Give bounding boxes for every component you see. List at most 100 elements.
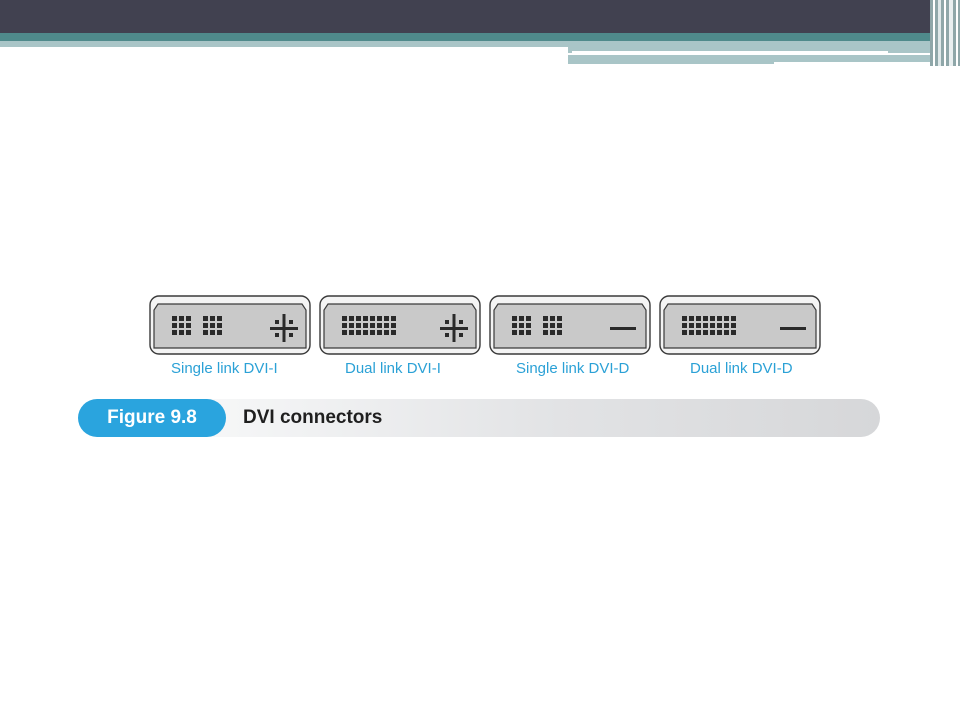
pin bbox=[186, 330, 191, 335]
pin bbox=[356, 316, 361, 321]
pin bbox=[519, 316, 524, 321]
pin bbox=[731, 330, 736, 335]
pin bbox=[210, 330, 215, 335]
pin bbox=[724, 323, 729, 328]
analog-pin bbox=[289, 320, 293, 324]
blade-pin bbox=[780, 327, 806, 330]
connector-label-single-link-dvi-i: Single link DVI-I bbox=[171, 360, 278, 377]
pin bbox=[363, 330, 368, 335]
header-band-lower-left bbox=[568, 55, 774, 64]
pin bbox=[696, 323, 701, 328]
pin bbox=[356, 323, 361, 328]
pin bbox=[689, 323, 694, 328]
pin bbox=[731, 316, 736, 321]
pin bbox=[526, 323, 531, 328]
dvi-connectors-illustration bbox=[149, 295, 821, 355]
pin bbox=[512, 316, 517, 321]
pin bbox=[370, 330, 375, 335]
pin bbox=[550, 323, 555, 328]
pin bbox=[696, 316, 701, 321]
pin bbox=[172, 323, 177, 328]
pin bbox=[349, 316, 354, 321]
pin bbox=[172, 316, 177, 321]
blade-pin bbox=[610, 327, 636, 330]
connector-label-dual-link-dvi-d: Dual link DVI-D bbox=[690, 360, 793, 377]
pin bbox=[550, 330, 555, 335]
figure-number-badge: Figure 9.8 bbox=[78, 399, 226, 437]
pin bbox=[512, 330, 517, 335]
pin bbox=[217, 323, 222, 328]
connector-face bbox=[493, 303, 647, 349]
pin bbox=[717, 316, 722, 321]
pin bbox=[370, 316, 375, 321]
pin bbox=[217, 316, 222, 321]
pin bbox=[682, 316, 687, 321]
analog-pin bbox=[289, 333, 293, 337]
pin bbox=[717, 323, 722, 328]
pin bbox=[512, 323, 517, 328]
pin bbox=[557, 323, 562, 328]
pin bbox=[391, 330, 396, 335]
pin bbox=[703, 323, 708, 328]
figure: Single link DVI-I Dual link DVI-I Single… bbox=[78, 290, 880, 440]
connector-label-dual-link-dvi-i: Dual link DVI-I bbox=[345, 360, 441, 377]
header-band-lower-right bbox=[774, 55, 960, 62]
header-decorative-bars bbox=[930, 0, 960, 66]
pin bbox=[526, 330, 531, 335]
pin bbox=[557, 330, 562, 335]
pin bbox=[210, 316, 215, 321]
pin bbox=[203, 330, 208, 335]
pin bbox=[710, 316, 715, 321]
header-light-stripe bbox=[0, 41, 568, 47]
pin bbox=[363, 316, 368, 321]
analog-pin bbox=[445, 333, 449, 337]
pin bbox=[689, 330, 694, 335]
connector-4 bbox=[659, 295, 821, 355]
pin bbox=[179, 323, 184, 328]
pin bbox=[682, 330, 687, 335]
connector-2 bbox=[319, 295, 481, 355]
blade-divider bbox=[282, 314, 286, 342]
pin bbox=[703, 316, 708, 321]
header-band-highlight bbox=[572, 51, 888, 53]
connector-face bbox=[323, 303, 477, 349]
pin bbox=[186, 323, 191, 328]
pin bbox=[342, 316, 347, 321]
pin bbox=[550, 316, 555, 321]
pin bbox=[689, 316, 694, 321]
header-band-upper bbox=[568, 41, 960, 53]
pin bbox=[342, 323, 347, 328]
pin bbox=[543, 330, 548, 335]
pin bbox=[217, 330, 222, 335]
pin bbox=[377, 316, 382, 321]
pin bbox=[710, 323, 715, 328]
pin bbox=[210, 323, 215, 328]
pin bbox=[519, 330, 524, 335]
pin bbox=[710, 330, 715, 335]
header-bar bbox=[0, 0, 960, 33]
connector-1 bbox=[149, 295, 311, 355]
connector-3 bbox=[489, 295, 651, 355]
pin bbox=[356, 330, 361, 335]
pin bbox=[682, 323, 687, 328]
pin bbox=[543, 316, 548, 321]
analog-pin bbox=[445, 320, 449, 324]
pin bbox=[377, 330, 382, 335]
pin bbox=[703, 330, 708, 335]
pin bbox=[203, 316, 208, 321]
pin bbox=[696, 330, 701, 335]
pin bbox=[557, 316, 562, 321]
pin bbox=[342, 330, 347, 335]
analog-pin bbox=[459, 320, 463, 324]
pin bbox=[519, 323, 524, 328]
connector-face bbox=[663, 303, 817, 349]
pin bbox=[179, 330, 184, 335]
analog-pin bbox=[275, 320, 279, 324]
blade-divider bbox=[452, 314, 456, 342]
pin bbox=[370, 323, 375, 328]
pin bbox=[349, 330, 354, 335]
pin bbox=[391, 323, 396, 328]
figure-caption-title: DVI connectors bbox=[243, 407, 383, 428]
pin bbox=[172, 330, 177, 335]
analog-pin bbox=[275, 333, 279, 337]
